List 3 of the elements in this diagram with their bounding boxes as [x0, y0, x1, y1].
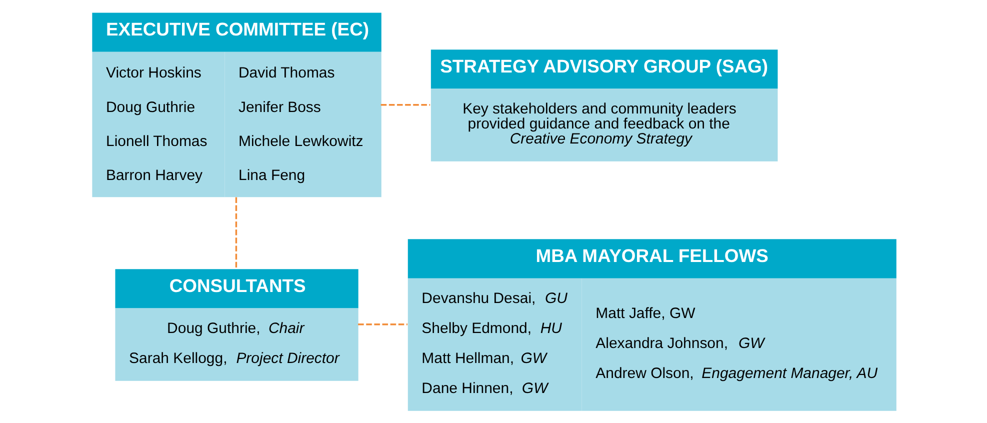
connector [358, 324, 407, 326]
connector [380, 104, 430, 106]
connector [234, 197, 237, 268]
